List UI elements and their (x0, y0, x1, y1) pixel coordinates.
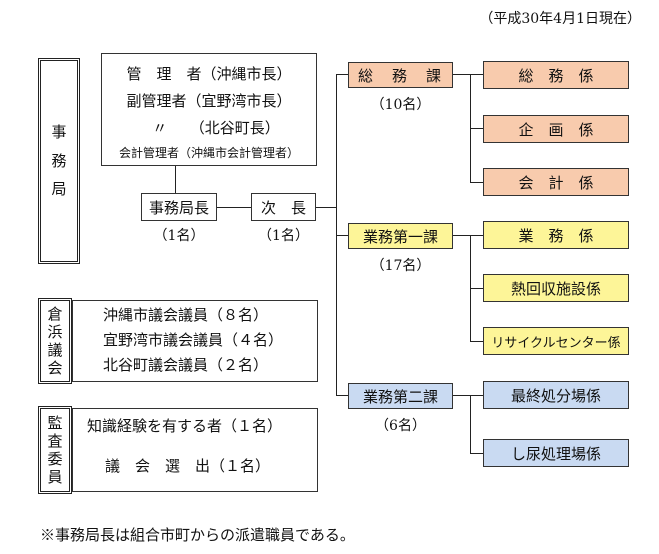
connector (470, 182, 483, 183)
vice-manager-line: 副管理者（宜野湾市長） (126, 92, 292, 110)
connector (470, 453, 483, 454)
auditors-label: 監 査 委 員 (41, 409, 69, 491)
assembly-label: 倉 浜 議 会 (41, 301, 69, 381)
auditors-label-box: 監 査 委 員 (38, 406, 72, 494)
deputy-box: 次 長 (251, 193, 316, 221)
assembly-member-line: 北谷町議会議員（２名） (103, 355, 269, 374)
connector (336, 235, 348, 236)
deputy-count: （1名） (258, 228, 309, 244)
dept-gyomu2: 業務第二課 (348, 383, 453, 409)
auditors-members-box: 知識経験を有する者（１名） 議 会 選 出（１名） (72, 408, 318, 492)
connector (336, 74, 337, 395)
label-char: 監 (47, 414, 63, 432)
connector (453, 74, 483, 75)
assembly-label-box: 倉 浜 議 会 (38, 298, 72, 384)
connector (217, 207, 251, 208)
section-recycle-center: リサイクルセンター係 (483, 327, 629, 355)
dept-gyomu1: 業務第一課 (348, 223, 453, 249)
dept-gyomu2-count: （6名） (375, 418, 426, 434)
label-char: 倉 (47, 305, 63, 323)
section-kikaku: 企 画 係 (483, 115, 629, 143)
assembly-member-line: 沖縄市議会議員（８名） (103, 305, 269, 324)
jimukyoku-label-box: 事 務 局 (38, 58, 80, 264)
date-note: （平成30年4月1日現在） (479, 11, 641, 27)
assembly-members-box: 沖縄市議会議員（８名） 宜野湾市議会議員（４名） 北谷町議会議員（２名） (72, 300, 318, 382)
section-gyomu: 業 務 係 (483, 221, 629, 249)
label-char: 局 (51, 180, 67, 199)
section-shinyo-shorijo: し尿処理場係 (483, 439, 629, 467)
connector (175, 166, 176, 193)
connector (470, 288, 483, 289)
section-kaikei: 会 計 係 (483, 168, 629, 196)
dept-somu: 総 務 課 (348, 62, 453, 88)
ditto-line: 〃 （北谷町長） (152, 119, 280, 137)
connector (336, 395, 348, 396)
connector (470, 341, 483, 342)
connector (470, 395, 471, 453)
manager-box: 管 理 者（沖縄市長） 副管理者（宜野湾市長） 〃 （北谷町長） 会計管理者（沖… (101, 53, 317, 166)
footnote: ※事務局長は組合市町からの派遣職員である。 (40, 526, 355, 544)
auditor-line: 議 会 選 出（１名） (105, 457, 271, 475)
manager-line: 管 理 者（沖縄市長） (126, 65, 292, 83)
label-char: 会 (47, 359, 63, 377)
director-box: 事務局長 (141, 193, 217, 221)
section-saishu-shobunjo: 最終処分場係 (483, 381, 629, 409)
connector (316, 207, 336, 208)
connector (453, 395, 483, 396)
dept-somu-count: （10名） (370, 97, 431, 113)
assembly-member-line: 宜野湾市議会議員（４名） (103, 330, 284, 349)
section-netsukaishu: 熱回収施設係 (483, 274, 629, 302)
director-count: （1名） (153, 228, 205, 244)
accounting-manager-line: 会計管理者（沖縄市会計管理者） (118, 146, 299, 160)
label-char: 議 (47, 341, 63, 359)
label-char: 員 (47, 468, 63, 486)
jimukyoku-label: 事 務 局 (41, 61, 77, 261)
label-char: 査 (47, 432, 63, 450)
label-char: 務 (51, 151, 67, 170)
section-somu: 総 務 係 (483, 61, 629, 89)
dept-gyomu1-count: （17名） (370, 258, 431, 274)
connector (453, 235, 483, 236)
connector (470, 128, 483, 129)
label-char: 委 (47, 450, 63, 468)
connector (336, 74, 348, 75)
label-char: 事 (51, 123, 67, 142)
auditor-line: 知識経験を有する者（１名） (87, 417, 283, 435)
label-char: 浜 (47, 323, 63, 341)
